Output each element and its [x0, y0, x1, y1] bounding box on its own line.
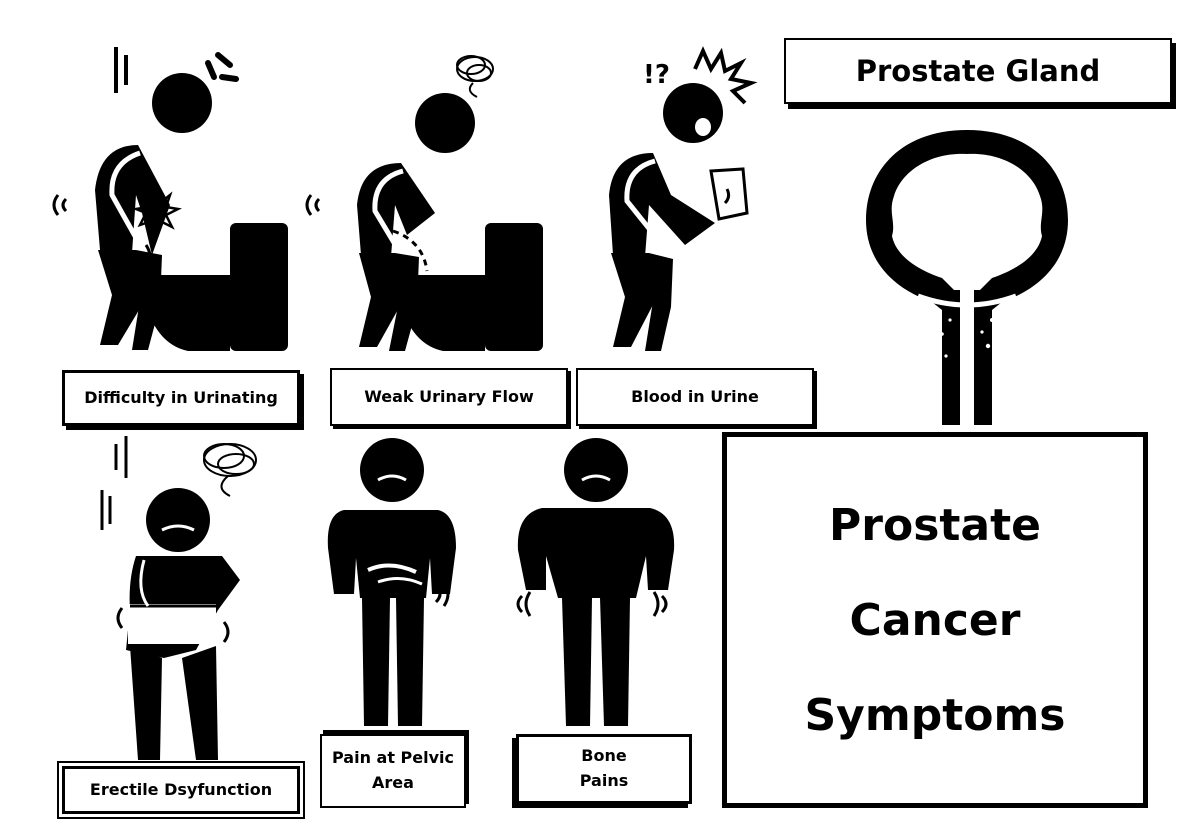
- weak-flow-label: Weak Urinary Flow: [330, 368, 568, 426]
- main-title-line2: Cancer: [849, 594, 1021, 646]
- bone-pain-figure: [516, 438, 675, 726]
- main-title-box: Prostate Cancer Symptoms: [722, 432, 1148, 808]
- blood-urine-figure: !?: [609, 46, 758, 351]
- pelvic-pain-text-line2: Area: [372, 773, 414, 792]
- difficulty-urinating-label: Difficulty in Urinating: [62, 370, 300, 426]
- main-title-line1: Prostate: [829, 499, 1041, 551]
- difficulty-urinating-text: Difficulty in Urinating: [84, 387, 278, 407]
- confused-mark: !?: [643, 60, 670, 90]
- blood-urine-text: Blood in Urine: [631, 386, 759, 406]
- paper-icon: [709, 167, 749, 221]
- prostate-gland-title: Prostate Gland: [784, 38, 1172, 104]
- bone-pain-text-line2: Pains: [579, 771, 629, 790]
- scribble-icon: [203, 443, 257, 497]
- erectile-dysfunction-label: Erectile Dsyfunction: [57, 761, 305, 819]
- erectile-dysfunction-text: Erectile Dsyfunction: [89, 779, 273, 799]
- erectile-dysfunction-figure: [100, 436, 257, 760]
- bone-pain-label: Bone Pains: [516, 734, 692, 804]
- scribble-icon: [456, 55, 494, 98]
- pelvic-pain-label: Pain at Pelvic Area: [320, 734, 466, 808]
- pelvic-pain-text-line1: Pain at Pelvic: [331, 748, 454, 768]
- main-title-line3: Symptoms: [804, 689, 1066, 741]
- pelvic-pain-figure: [327, 438, 456, 726]
- blood-urine-label: Blood in Urine: [576, 368, 814, 426]
- prostate-gland-illustration: [866, 130, 1068, 425]
- difficulty-urinating-figure: [52, 47, 288, 351]
- weak-flow-text: Weak Urinary Flow: [364, 386, 534, 406]
- bone-pain-text-line1: Bone: [581, 746, 627, 766]
- toilet-icon: [146, 223, 288, 351]
- weak-flow-figure: [305, 55, 543, 351]
- toilet-icon: [401, 223, 543, 351]
